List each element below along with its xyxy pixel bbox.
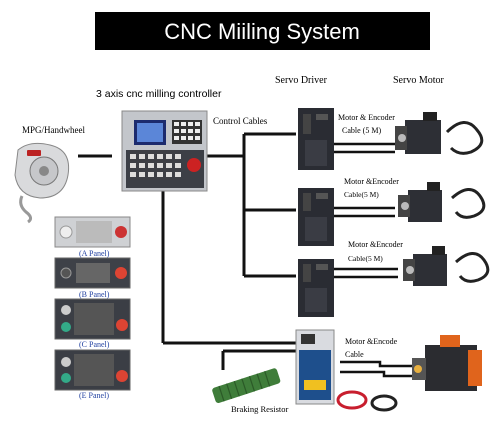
spindle-cable-label-1: Motor &Encode	[345, 337, 398, 346]
panel-c-label: (C Panel)	[79, 340, 110, 349]
panel-a-label: (A Panel)	[79, 249, 110, 258]
braking-resistor	[212, 368, 281, 403]
connection-lines	[78, 132, 296, 370]
controller-label: 3 axis cnc milling controller	[96, 88, 222, 100]
panel-e	[54, 349, 131, 391]
motor-cables	[334, 142, 412, 378]
servo-motor-z	[403, 246, 490, 286]
mpg-handwheel	[14, 142, 70, 224]
mpg-label: MPG/Handwheel	[22, 125, 85, 135]
braking-resistor-label: Braking Resistor	[231, 404, 289, 414]
axis-z-cable-label-2: Cable(5 M)	[348, 254, 383, 263]
spindle-cable-label-2: Cable	[345, 350, 364, 359]
panel-b	[54, 257, 131, 289]
servo-motor-y	[398, 182, 486, 222]
panel-a	[54, 216, 131, 248]
spindle-cable-coils	[336, 390, 398, 412]
servo-driver-y	[298, 188, 334, 246]
diagram-title: CNC Miiling System	[164, 19, 360, 44]
servo-driver-x	[298, 108, 334, 170]
servo-driver-header: Servo Driver	[275, 75, 328, 86]
servo-driver-z	[298, 259, 334, 317]
title-bar	[95, 12, 430, 50]
spindle-motor	[412, 335, 482, 391]
axis-x-cable-label-2: Cable (5 M)	[342, 126, 381, 135]
control-cables-label: Control Cables	[213, 116, 268, 126]
axis-x-cable-label-1: Motor & Encoder	[338, 113, 395, 122]
cnc-controller	[121, 110, 208, 192]
servo-motor-header: Servo Motor	[393, 75, 445, 86]
axis-z-cable-label-1: Motor &Encoder	[348, 240, 403, 249]
spindle-driver	[295, 329, 335, 405]
panel-e-label: (E Panel)	[79, 391, 109, 400]
panel-c	[54, 298, 131, 340]
axis-y-cable-label-1: Motor &Encoder	[344, 177, 399, 186]
servo-motor-x	[395, 112, 484, 155]
panel-b-label: (B Panel)	[79, 290, 110, 299]
axis-y-cable-label-2: Cable(5 M)	[344, 190, 379, 199]
